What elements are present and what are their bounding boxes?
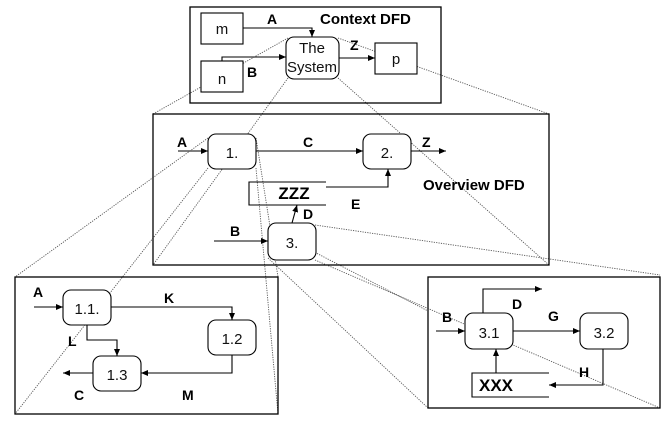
flow-m-label: M <box>182 387 194 403</box>
connector-p3-bottomleft <box>267 257 429 409</box>
process-1-2-label: 1.2 <box>222 331 243 348</box>
detail-process-3: 3.1 3.2 XXX B D G H <box>427 276 661 409</box>
flow-a-label: A <box>267 11 277 27</box>
data-store-zzz-label: ZZZ <box>278 184 309 203</box>
process-1-1-label: 1.1. <box>74 301 99 318</box>
flow-b-label: B <box>442 309 452 325</box>
flow-l-label: L <box>68 333 77 349</box>
flow-e-label: E <box>351 196 360 212</box>
entity-n[interactable] <box>200 60 244 93</box>
process-2-label: 2. <box>381 145 394 162</box>
flow-b-arrow <box>221 54 286 61</box>
flow-b-label: B <box>230 223 240 239</box>
flow-d-label: D <box>512 296 522 312</box>
entity-m-label: m <box>216 21 229 38</box>
data-store-zzz[interactable]: ZZZ <box>248 181 326 206</box>
flow-a-label: A <box>177 134 187 150</box>
detail3-frame <box>427 276 661 409</box>
flow-d-arrow <box>291 204 299 224</box>
process-3-2-label: 3.2 <box>594 325 615 342</box>
detail-process-1: 1.1. 1.2 1.3 A K L M C <box>14 276 279 415</box>
connector-context-bottom-right <box>337 77 550 266</box>
overview-title: Overview DFD <box>423 177 525 194</box>
process-3-label: 3. <box>286 235 299 252</box>
context-frame <box>189 6 442 104</box>
flow-k-arrow <box>111 306 235 320</box>
process-the-system-line1: The <box>299 40 325 57</box>
flow-z-label: Z <box>422 134 431 150</box>
entity-n-label: n <box>218 71 226 88</box>
entity-p-label: p <box>392 51 400 68</box>
connector-p1-bottomright <box>255 167 279 415</box>
process-the-system-line2: System <box>287 59 337 76</box>
flow-d-arrow <box>482 286 542 313</box>
connector-p1-topright <box>255 137 279 278</box>
context-dfd: Context DFD m n p The System A B Z <box>189 6 442 104</box>
connector-context-bottom-left <box>152 77 289 266</box>
connector-p3-topright <box>314 224 661 276</box>
data-store-xxx[interactable]: XXX <box>471 372 549 398</box>
flow-m-arrow <box>141 355 233 376</box>
process-1-3-label: 1.3 <box>107 367 128 384</box>
data-store-xxx-label: XXX <box>479 376 514 395</box>
flow-k-label: K <box>164 290 174 306</box>
context-title: Context DFD <box>320 11 411 28</box>
flow-e-arrow <box>326 169 391 188</box>
flow-a-label: A <box>33 284 43 300</box>
overview-dfd: Overview DFD 1. 2. 3. ZZZ A C Z E D B <box>152 113 550 266</box>
flow-d-label: D <box>303 206 313 222</box>
process-1-label: 1. <box>226 145 239 162</box>
flow-z-label: Z <box>350 37 359 53</box>
connector-p1-topleft <box>14 137 209 278</box>
detail1-frame <box>14 276 279 415</box>
flow-l-arrow <box>86 325 120 356</box>
flow-b-label: B <box>247 64 257 80</box>
overview-frame <box>152 113 550 266</box>
flow-c-label: C <box>303 134 313 150</box>
connector-p1-bottomleft <box>14 167 209 415</box>
flow-h-arrow <box>549 349 604 388</box>
process-3-1-label: 3.1 <box>479 325 500 342</box>
flow-h-label: H <box>579 364 589 380</box>
flow-g-label: G <box>548 308 559 324</box>
flow-a-arrow <box>243 27 315 37</box>
flow-c-label: C <box>74 387 84 403</box>
